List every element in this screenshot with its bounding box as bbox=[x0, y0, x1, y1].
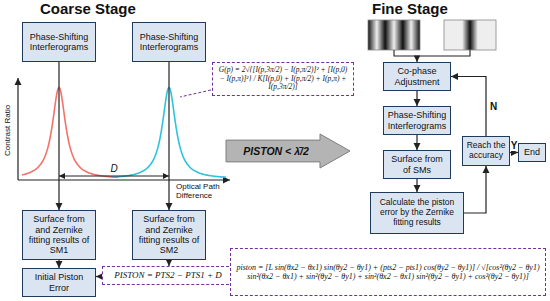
fringe-image bbox=[444, 20, 496, 50]
transition-arrow: PISTON < λ̄/2 bbox=[226, 134, 350, 168]
formula-box: piston = [L sin(θx2 − θx1) sin(θy2 − θy1… bbox=[230, 248, 546, 296]
connector-arrow bbox=[168, 62, 169, 210]
node-text: PISTON = PTS2 − PTS1 + D bbox=[114, 270, 222, 280]
y-axis bbox=[17, 78, 18, 180]
node-text: Calculate the piston error by the Zernik… bbox=[374, 198, 460, 227]
connector-arrow bbox=[464, 166, 486, 213]
dimension-line bbox=[59, 176, 169, 177]
node-text: Phase-Shifting Interferograms bbox=[26, 32, 92, 53]
merge-bracket bbox=[394, 50, 470, 56]
decision-box: Reach the accuracy bbox=[462, 136, 510, 166]
process-box: Co-phase Adjustment bbox=[383, 62, 451, 91]
connector-arrow bbox=[58, 62, 59, 210]
node-text: G(p) = 2√{[I(p,3π/2) − I(p,π/2)]² + [I(p… bbox=[217, 66, 349, 92]
node-text: PISTON < λ̄/2 bbox=[243, 145, 308, 157]
connector-arrow bbox=[416, 179, 417, 192]
contrast-curves bbox=[22, 87, 226, 177]
node-text: Phase-Shifting Interferograms bbox=[136, 32, 202, 53]
node-text: Surface from of SMs bbox=[387, 154, 447, 175]
dimension-label: D bbox=[108, 163, 119, 174]
node-text: Surface from and Zernike fitting results… bbox=[136, 214, 202, 255]
connector-arrow bbox=[416, 91, 417, 106]
node-text: Co-phase Adjustment bbox=[387, 66, 447, 87]
fringe-image bbox=[368, 20, 420, 50]
x-axis bbox=[18, 179, 230, 180]
axis-label: Optical Path Difference bbox=[176, 183, 228, 201]
node-text: Phase-Shifting Interferograms bbox=[387, 110, 447, 131]
process-box: Phase-Shifting Interferograms bbox=[383, 106, 451, 135]
process-box: Phase-Shifting Interferograms bbox=[132, 22, 206, 62]
connector-arrow bbox=[58, 260, 59, 268]
contrast-curve bbox=[22, 87, 118, 177]
stage-heading: Coarse Stage bbox=[40, 1, 136, 18]
node-text: Surface from and Zernike fitting results… bbox=[26, 214, 92, 255]
end-box: End bbox=[518, 143, 546, 162]
process-box: Surface from and Zernike fitting results… bbox=[22, 210, 96, 260]
connector-arrow bbox=[451, 77, 486, 137]
formula-box: G(p) = 2√{[I(p,3π/2) − I(p,π/2)]² + [I(p… bbox=[212, 62, 354, 96]
axis-label: Contrast Ratio bbox=[5, 104, 14, 155]
connector-arrow bbox=[510, 152, 518, 153]
process-box: Initial Piston Error bbox=[22, 268, 96, 297]
node-text: End bbox=[524, 147, 540, 157]
process-box: Phase-Shifting Interferograms bbox=[22, 22, 96, 62]
process-box: Surface from and Zernike fitting results… bbox=[132, 210, 206, 260]
edge-label: N bbox=[489, 101, 498, 112]
formula-box: PISTON = PTS2 − PTS1 + D bbox=[102, 266, 234, 285]
process-box: Surface from of SMs bbox=[383, 150, 451, 179]
leader-line bbox=[180, 90, 211, 97]
node-text: piston = [L sin(θx2 − θx1) sin(θy2 − θy1… bbox=[235, 263, 541, 281]
connector-arrow bbox=[416, 135, 417, 150]
node-text: Initial Piston Error bbox=[26, 272, 92, 293]
node-text: Reach the accuracy bbox=[466, 141, 506, 161]
stage-heading: Fine Stage bbox=[372, 1, 448, 18]
process-box: Calculate the piston error by the Zernik… bbox=[370, 192, 464, 234]
edge-label: Y bbox=[510, 140, 519, 151]
